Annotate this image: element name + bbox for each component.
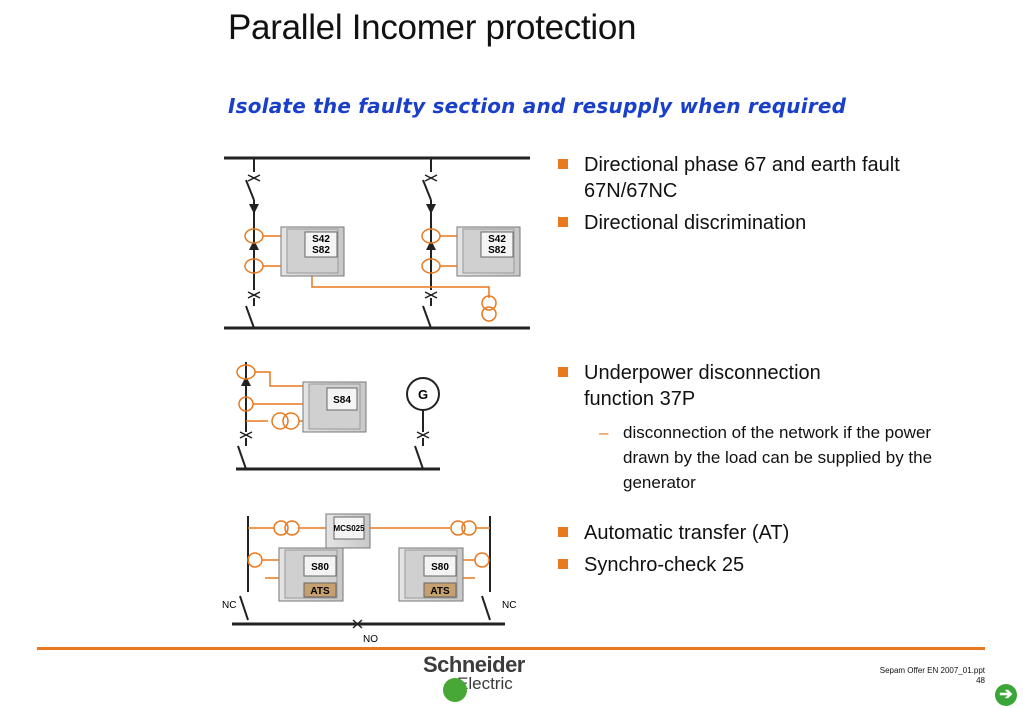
sub-bullet-text: disconnection of the network if the powe… bbox=[623, 423, 933, 492]
relay-left-line1: S42 bbox=[312, 234, 330, 245]
bullet-square-icon bbox=[558, 527, 568, 537]
relay-s42-left bbox=[280, 226, 345, 277]
footer-page-number: 48 bbox=[976, 676, 985, 685]
relay-s80-right-line2: ATS bbox=[430, 586, 450, 597]
bullets-section-1: Directional phase 67 and earth fault 67N… bbox=[556, 152, 976, 242]
logo-line2: Electric bbox=[457, 674, 513, 693]
bullet-text: Synchro-check 25 bbox=[584, 554, 745, 576]
bullets-section-3: Automatic transfer (AT) Synchro-check 25 bbox=[556, 520, 976, 584]
relay-s80-left-line2: ATS bbox=[310, 586, 330, 597]
bullet-item: Automatic transfer (AT) bbox=[556, 520, 976, 546]
diagram-transfer-wiring bbox=[247, 520, 490, 579]
label-nc-right: NC bbox=[502, 600, 516, 611]
relay-right-line2: S82 bbox=[488, 245, 506, 256]
bullet-item: Synchro-check 25 bbox=[556, 552, 976, 578]
generator-label: G bbox=[418, 387, 428, 402]
relay-right-line1: S42 bbox=[488, 234, 506, 245]
bullet-text: Automatic transfer (AT) bbox=[584, 522, 790, 544]
footer-info: Sepam Offer EN 2007_01.ppt 48 bbox=[880, 666, 985, 686]
relay-s84-label: S84 bbox=[333, 395, 351, 406]
schneider-logo: Schneider Electric bbox=[423, 652, 525, 702]
bullets-section-2: Underpower disconnection function 37P bbox=[556, 360, 876, 412]
label-no: NO bbox=[363, 634, 378, 645]
relay-s80-right bbox=[398, 547, 464, 602]
relay-s84 bbox=[302, 381, 367, 433]
sub-bullets-section-2: –disconnection of the network if the pow… bbox=[556, 420, 956, 495]
bullet-text: Directional discrimination bbox=[584, 212, 807, 234]
logo-mark-icon bbox=[443, 678, 467, 702]
bullet-square-icon bbox=[558, 217, 568, 227]
slide-subtitle: Isolate the faulty section and resupply … bbox=[228, 94, 847, 118]
logo-line1: Schneider bbox=[423, 652, 525, 677]
footer-filename: Sepam Offer EN 2007_01.ppt bbox=[879, 666, 985, 675]
label-nc-left: NC bbox=[222, 600, 236, 611]
next-slide-arrow-icon[interactable]: ➔ bbox=[995, 684, 1017, 706]
sub-bullet-item: –disconnection of the network if the pow… bbox=[599, 420, 956, 495]
bullet-square-icon bbox=[558, 559, 568, 569]
relay-s80-left bbox=[278, 547, 344, 602]
relay-left-line2: S82 bbox=[312, 245, 330, 256]
relay-s80-right-line1: S80 bbox=[431, 562, 449, 573]
bullet-text: Directional phase 67 and earth fault 67N… bbox=[584, 154, 900, 202]
bullet-square-icon bbox=[558, 159, 568, 169]
module-mcs025-label: MCS025 bbox=[333, 524, 365, 533]
dash-icon: – bbox=[599, 423, 609, 442]
relay-s42-right bbox=[456, 226, 521, 277]
bullet-text: Underpower disconnection function 37P bbox=[584, 362, 821, 410]
module-mcs025 bbox=[325, 513, 371, 549]
diagram-directional bbox=[224, 156, 530, 330]
slide-title: Parallel Incomer protection bbox=[228, 8, 637, 47]
footer-divider bbox=[37, 647, 985, 650]
bullet-square-icon bbox=[558, 367, 568, 377]
diagram-underpower bbox=[236, 362, 440, 471]
diagram-underpower-wiring bbox=[236, 364, 305, 430]
bullet-item: Directional discrimination bbox=[556, 210, 976, 236]
bullet-item: Directional phase 67 and earth fault 67N… bbox=[556, 152, 976, 204]
diagram-directional-wiring bbox=[244, 228, 497, 322]
relay-s80-left-line1: S80 bbox=[311, 562, 329, 573]
bullet-item: Underpower disconnection function 37P bbox=[556, 360, 876, 412]
